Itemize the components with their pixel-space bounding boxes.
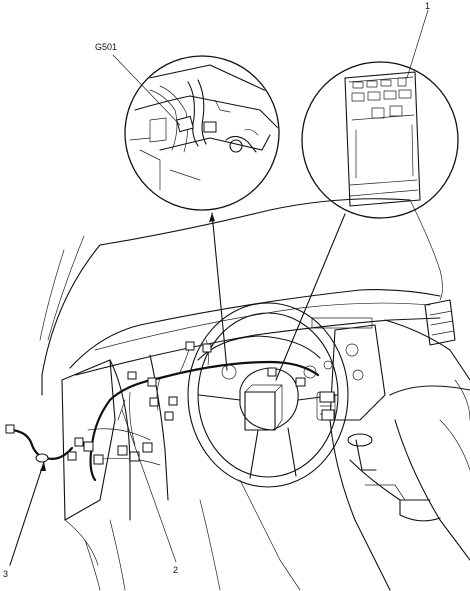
harness-connector xyxy=(295,377,306,387)
harness-connector xyxy=(117,445,128,456)
harness-connector xyxy=(142,442,153,453)
callout-2-label: 2 xyxy=(173,565,178,575)
g501-label: G501 xyxy=(95,42,117,52)
fuse-box-detail-circle: 1 xyxy=(301,1,459,219)
harness-connector xyxy=(129,451,140,462)
dashboard-drawing xyxy=(5,198,470,591)
callout-3-label: 3 xyxy=(3,569,8,579)
fuse-box xyxy=(344,71,421,207)
harness-connector xyxy=(74,437,84,447)
detail-pointers xyxy=(209,212,346,381)
steering-wheel xyxy=(187,302,349,488)
g501-leader-line xyxy=(112,54,181,126)
harness-connector xyxy=(93,454,104,465)
harness-connector xyxy=(185,341,195,351)
harness-connector xyxy=(127,371,137,380)
harness-connector xyxy=(202,343,212,353)
callout-1-label: 1 xyxy=(425,1,430,11)
dash-wire-harness xyxy=(74,339,320,482)
harness-connector xyxy=(164,411,174,421)
callout-3-leader xyxy=(9,461,45,566)
harness-connector xyxy=(168,396,178,406)
harness-connector xyxy=(267,367,277,377)
ground-detail-circle: G501 xyxy=(95,42,280,211)
callout-2-leader xyxy=(121,409,177,563)
harness-connector xyxy=(149,397,159,407)
door-sub-harness xyxy=(5,424,77,463)
harness-connector xyxy=(147,377,157,387)
callout-1-leader xyxy=(406,9,429,79)
harness-connector xyxy=(83,441,94,452)
